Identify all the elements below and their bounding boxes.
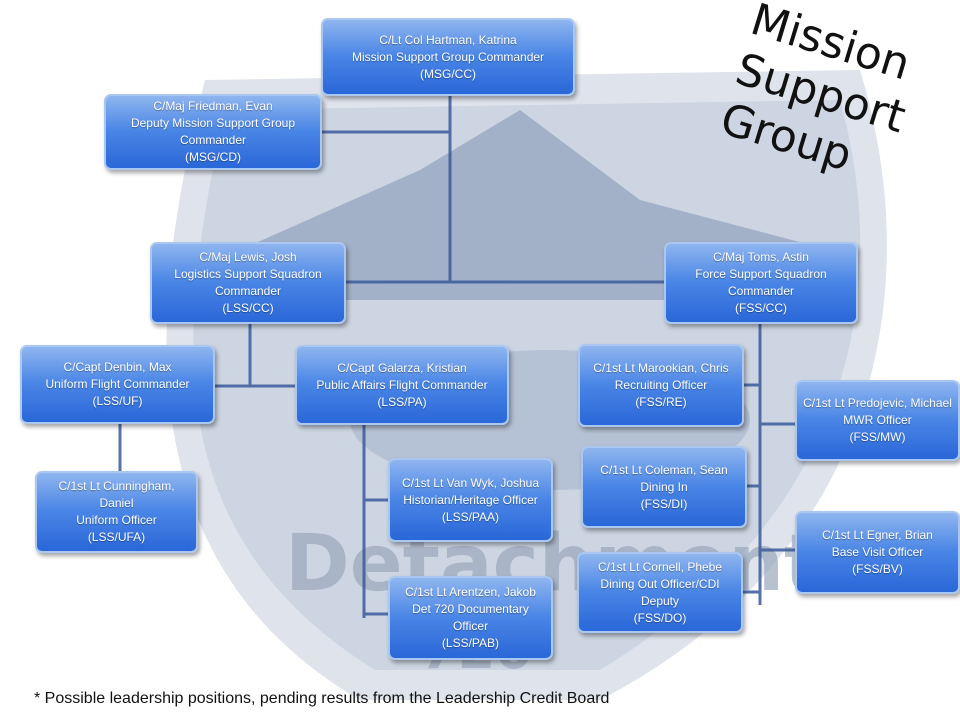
node-fss-re: C/1st Lt Marookian, Chris Recruiting Off…	[578, 344, 744, 427]
node-lss-ufa: C/1st Lt Cunningham, Daniel Uniform Offi…	[35, 471, 198, 553]
node-fss-bv: C/1st Lt Egner, Brian Base Visit Officer…	[795, 511, 960, 594]
node-name: C/1st Lt Cunningham, Daniel	[58, 479, 175, 510]
node-fss-do: C/1st Lt Cornell, Phebe Dining Out Offic…	[577, 552, 743, 633]
node-name: C/1st Lt Cornell, Phebe	[597, 559, 723, 574]
leadership-footnote: * Possible leadership positions, pending…	[34, 690, 610, 707]
node-name: C/1st Lt Predojevic, Michael	[803, 396, 952, 410]
node-name: C/1st Lt Coleman, Sean	[600, 462, 728, 477]
node-role: Uniform Officer	[76, 513, 157, 527]
node-role: Dining In	[640, 479, 688, 494]
node-msg-cc: C/Lt Col Hartman, Katrina Mission Suppor…	[321, 18, 575, 96]
node-abbr: (LSS/UF)	[92, 394, 143, 408]
node-abbr: (MSG/CD)	[185, 150, 241, 164]
node-name: C/1st Lt Egner, Brian	[822, 528, 933, 542]
node-role: Recruiting Officer	[614, 378, 708, 392]
node-role: MWR Officer	[843, 413, 912, 427]
node-name: C/Lt Col Hartman, Katrina	[379, 32, 517, 47]
node-abbr: (FSS/DO)	[633, 610, 687, 625]
node-role: Det 720 Documentary Officer	[412, 602, 529, 633]
node-fss-cc: C/Maj Toms, Astin Force Support Squadron…	[664, 242, 858, 324]
node-abbr: (LSS/PAB)	[441, 636, 500, 650]
node-name: C/Maj Friedman, Evan	[153, 99, 273, 113]
node-name: C/1st Lt Arentzen, Jakob	[405, 585, 536, 599]
node-role: Deputy Mission Support Group Commander	[130, 116, 296, 147]
node-lss-pab: C/1st Lt Arentzen, Jakob Det 720 Documen…	[388, 576, 553, 660]
node-fss-mw: C/1st Lt Predojevic, Michael MWR Officer…	[795, 380, 960, 461]
node-abbr: (FSS/BV)	[852, 562, 903, 576]
node-abbr: (LSS/PAA)	[441, 509, 500, 524]
node-role: Logistics Support Squadron Commander	[174, 267, 322, 298]
node-name: C/Maj Toms, Astin	[713, 250, 809, 264]
node-name: C/Capt Galarza, Kristian	[337, 360, 467, 375]
node-role: Uniform Flight Commander	[45, 377, 190, 391]
node-lss-paa: C/1st Lt Van Wyk, Joshua Historian/Herit…	[388, 458, 553, 542]
node-abbr: (FSS/MW)	[849, 430, 906, 444]
node-lss-pa: C/Capt Galarza, Kristian Public Affairs …	[295, 345, 509, 425]
node-lss-uf: C/Capt Denbin, Max Uniform Flight Comman…	[20, 345, 215, 424]
node-msg-cd: C/Maj Friedman, Evan Deputy Mission Supp…	[104, 94, 322, 170]
node-role: Force Support Squadron Commander	[695, 267, 827, 298]
node-role: Base Visit Officer	[831, 545, 924, 559]
node-role: Public Affairs Flight Commander	[316, 377, 488, 392]
node-name: C/1st Lt Van Wyk, Joshua	[401, 475, 540, 490]
node-lss-cc: C/Maj Lewis, Josh Logistics Support Squa…	[150, 242, 346, 324]
node-role: Mission Support Group Commander	[351, 49, 545, 64]
node-role: Dining Out Officer/CDI Deputy	[600, 576, 720, 608]
node-abbr: (LSS/PA)	[377, 394, 427, 409]
node-abbr: (LSS/UFA)	[87, 530, 146, 544]
node-name: C/1st Lt Marookian, Chris	[593, 361, 729, 375]
node-fss-di: C/1st Lt Coleman, Sean Dining In (FSS/DI…	[581, 446, 747, 528]
node-abbr: (FSS/RE)	[635, 395, 687, 409]
node-name: C/Capt Denbin, Max	[63, 360, 172, 374]
node-abbr: (FSS/CC)	[735, 301, 787, 315]
node-abbr: (LSS/CC)	[222, 301, 274, 315]
node-abbr: (FSS/DI)	[640, 496, 688, 511]
node-role: Historian/Heritage Officer	[403, 492, 538, 507]
node-name: C/Maj Lewis, Josh	[199, 250, 297, 264]
node-abbr: (MSG/CC)	[420, 66, 476, 81]
